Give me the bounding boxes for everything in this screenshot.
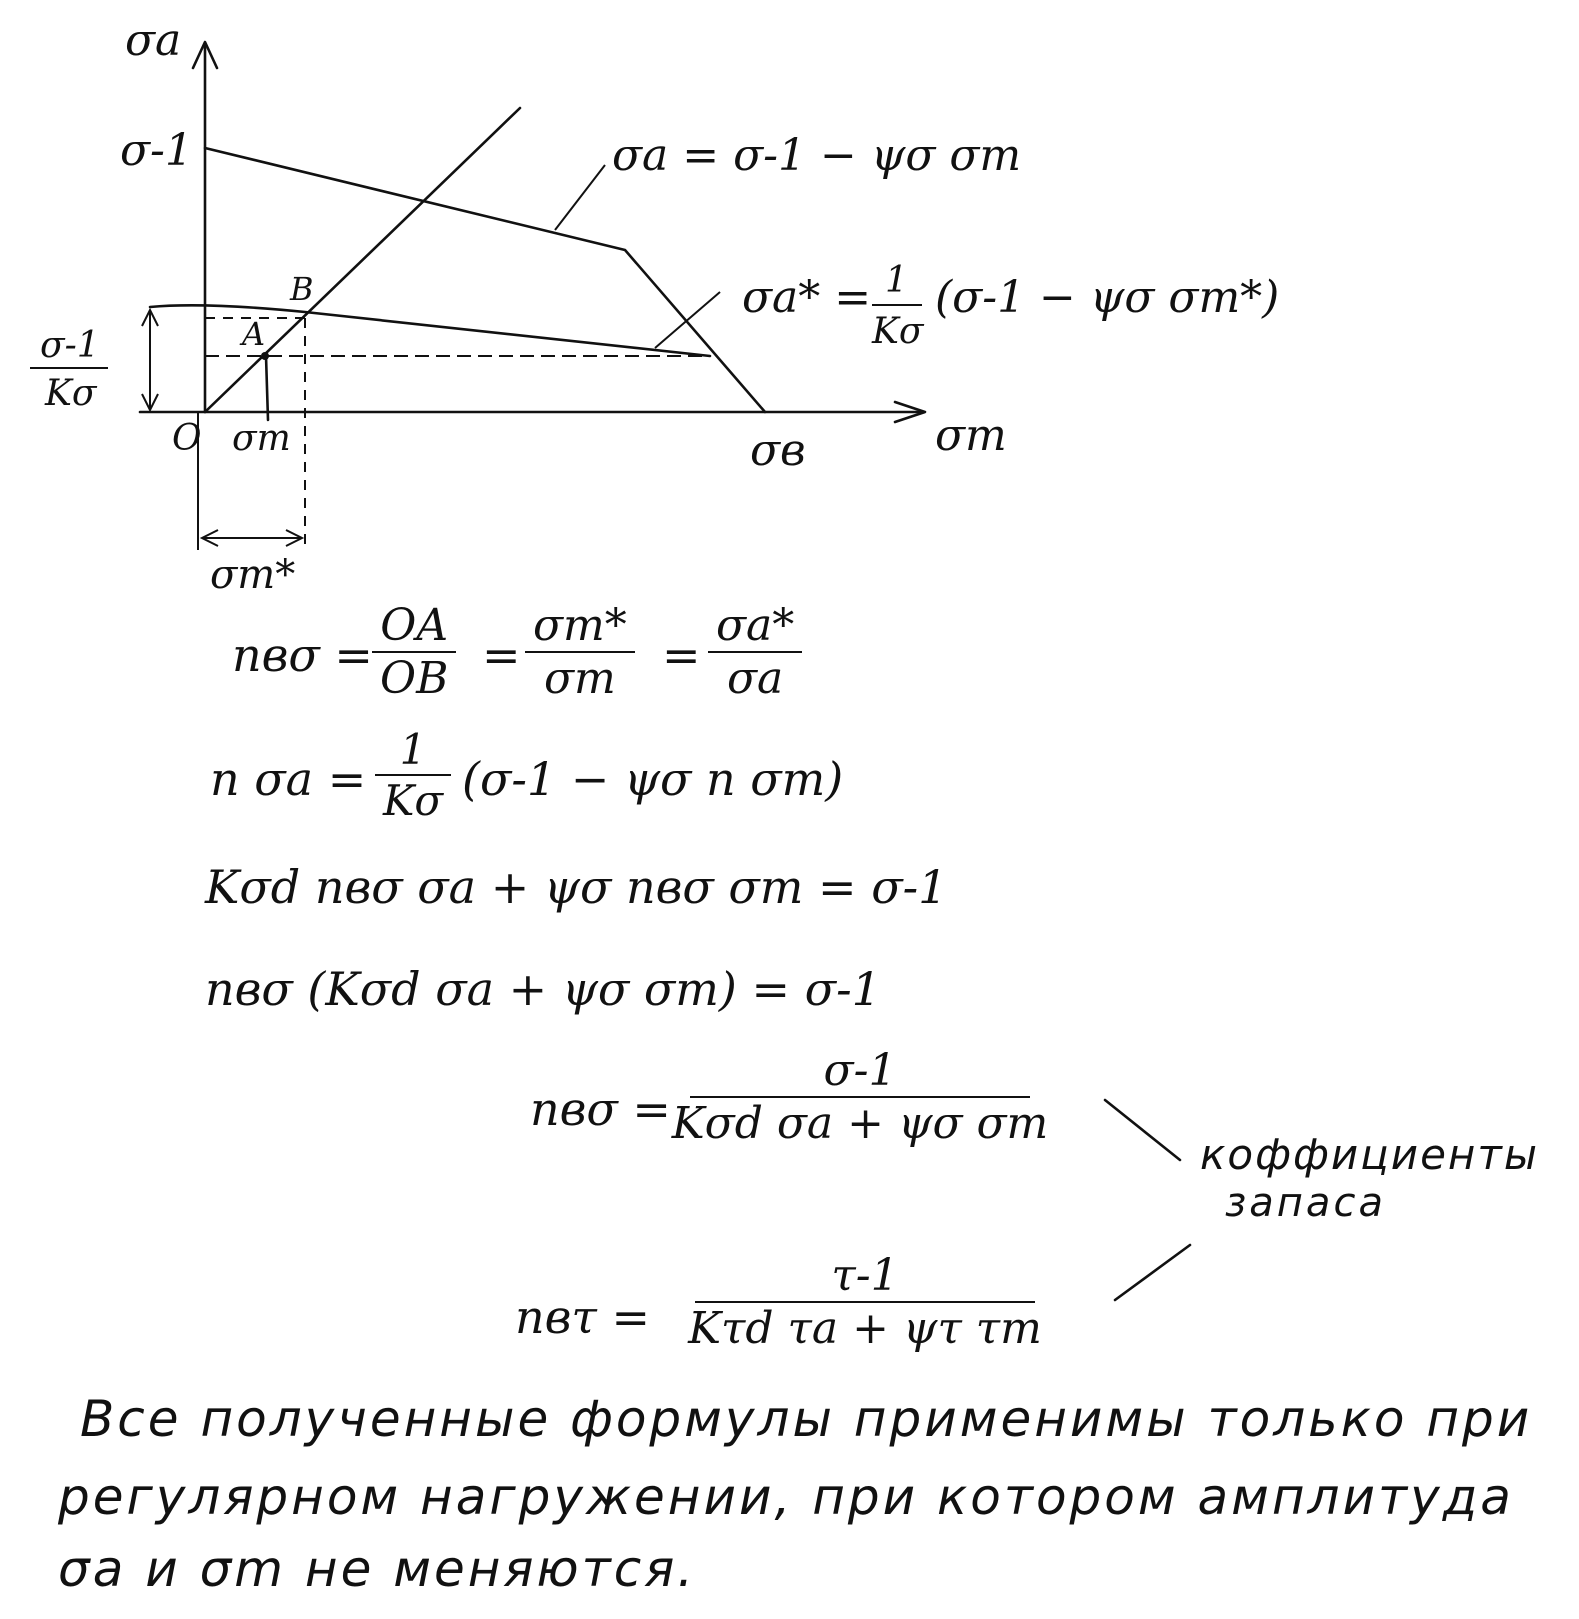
point-a [261, 352, 269, 360]
dim-arrow-right [285, 529, 305, 547]
eq1-f2-num: σm* [533, 600, 627, 651]
eq1-f3-bar [708, 651, 803, 653]
eq5-den: Kσd σa + ψσ σm [671, 1098, 1049, 1149]
sigma-b-label: σв [750, 425, 806, 476]
reduced-limit-line [148, 304, 712, 358]
dim-arrow-left [199, 529, 219, 547]
origin-label: O [172, 418, 202, 459]
dim-arrow-top [141, 307, 159, 327]
point-b-label: B [289, 270, 314, 308]
sigma-m-label: σm [232, 418, 291, 459]
eq1-f1-num: OA [380, 600, 449, 651]
eq1-f2-bar [525, 651, 635, 653]
eq6-left: nвτ = [515, 1290, 651, 1344]
eq1-fraction-2: σm* σm [525, 600, 635, 704]
annotation-line1: коффициенты [1200, 1130, 1539, 1179]
annotation-line-bottom [1113, 1243, 1192, 1302]
eq6-den: Kτd τa + ψτ τm [688, 1303, 1042, 1354]
eq1-equals-2: = [662, 628, 701, 682]
eq5-fraction: σ-1 Kσd σa + ψσ σm [672, 1045, 1048, 1149]
y-axis-arrow [191, 40, 219, 70]
load-ray [203, 106, 522, 414]
eq2-fraction: 1 Kσ [375, 725, 452, 825]
eq1-f3-den: σa [727, 653, 784, 704]
eq1-f1-bar [372, 651, 457, 653]
x-axis-arrow [893, 400, 927, 424]
annotation-line2: запаса [1225, 1180, 1386, 1226]
dim-arrow-bottom [141, 393, 159, 413]
line2-equation-right: (σ-1 − ψσ σm*) [935, 272, 1279, 323]
line2-equation-left: σa* = [742, 272, 871, 323]
note-line2: регулярном нагружении, при котором ампли… [58, 1468, 1514, 1526]
eq1-left: nвσ = [232, 628, 373, 682]
eq1-f2-den: σm [544, 653, 616, 704]
y-axis-label: σa [125, 15, 181, 66]
eq5-left: nвσ = [530, 1082, 671, 1136]
eq2-den: Kσ [383, 776, 444, 825]
frac-left-den: Kσ [44, 373, 98, 414]
sigma-minus1-label: σ-1 [120, 125, 193, 176]
note-line3: σa и σm не меняются. [58, 1540, 697, 1598]
eq5-bar [690, 1096, 1030, 1098]
eq6-num: τ-1 [831, 1250, 899, 1301]
leader-line-1 [554, 164, 606, 231]
eq3: Kσd nвσ σa + ψσ nвσ σm = σ-1 [205, 860, 948, 914]
annotation-line-top [1103, 1098, 1182, 1162]
frac-left-num: σ-1 [40, 325, 100, 366]
eq1-f1-den: OB [380, 653, 449, 704]
eq2-right: (σ-1 − ψσ n σm) [462, 752, 844, 806]
x-axis-label: σm [935, 410, 1007, 461]
eq1-equals-1: = [482, 628, 521, 682]
eq5-num: σ-1 [823, 1045, 897, 1096]
sigma-m-star-label: σm* [210, 552, 295, 598]
eq1-fraction-1: OA OB [372, 600, 457, 704]
eq2-num: 1 [399, 725, 427, 774]
vertical-a [264, 354, 270, 422]
limit-line [203, 146, 767, 414]
eq2-left: n σa = [210, 752, 367, 806]
note-line1: Все полученные формулы применимы только … [80, 1390, 1533, 1448]
line2-equation-den: Kσ [871, 311, 925, 352]
eq6-fraction: τ-1 Kτd τa + ψτ τm [688, 1250, 1042, 1354]
eq1-fraction-3: σa* σa [708, 600, 803, 704]
eq4: nвσ (Kσd σa + ψσ σm) = σ-1 [205, 962, 881, 1016]
line2-equation-num: 1 [885, 260, 908, 301]
eq2-bar [375, 774, 452, 776]
line1-equation: σa = σ-1 − ψσ σm [612, 130, 1021, 181]
eq1-f3-num: σa* [716, 600, 795, 651]
eq6-bar [695, 1301, 1035, 1303]
leader-line-2 [654, 291, 721, 349]
point-a-label: A [239, 315, 265, 353]
